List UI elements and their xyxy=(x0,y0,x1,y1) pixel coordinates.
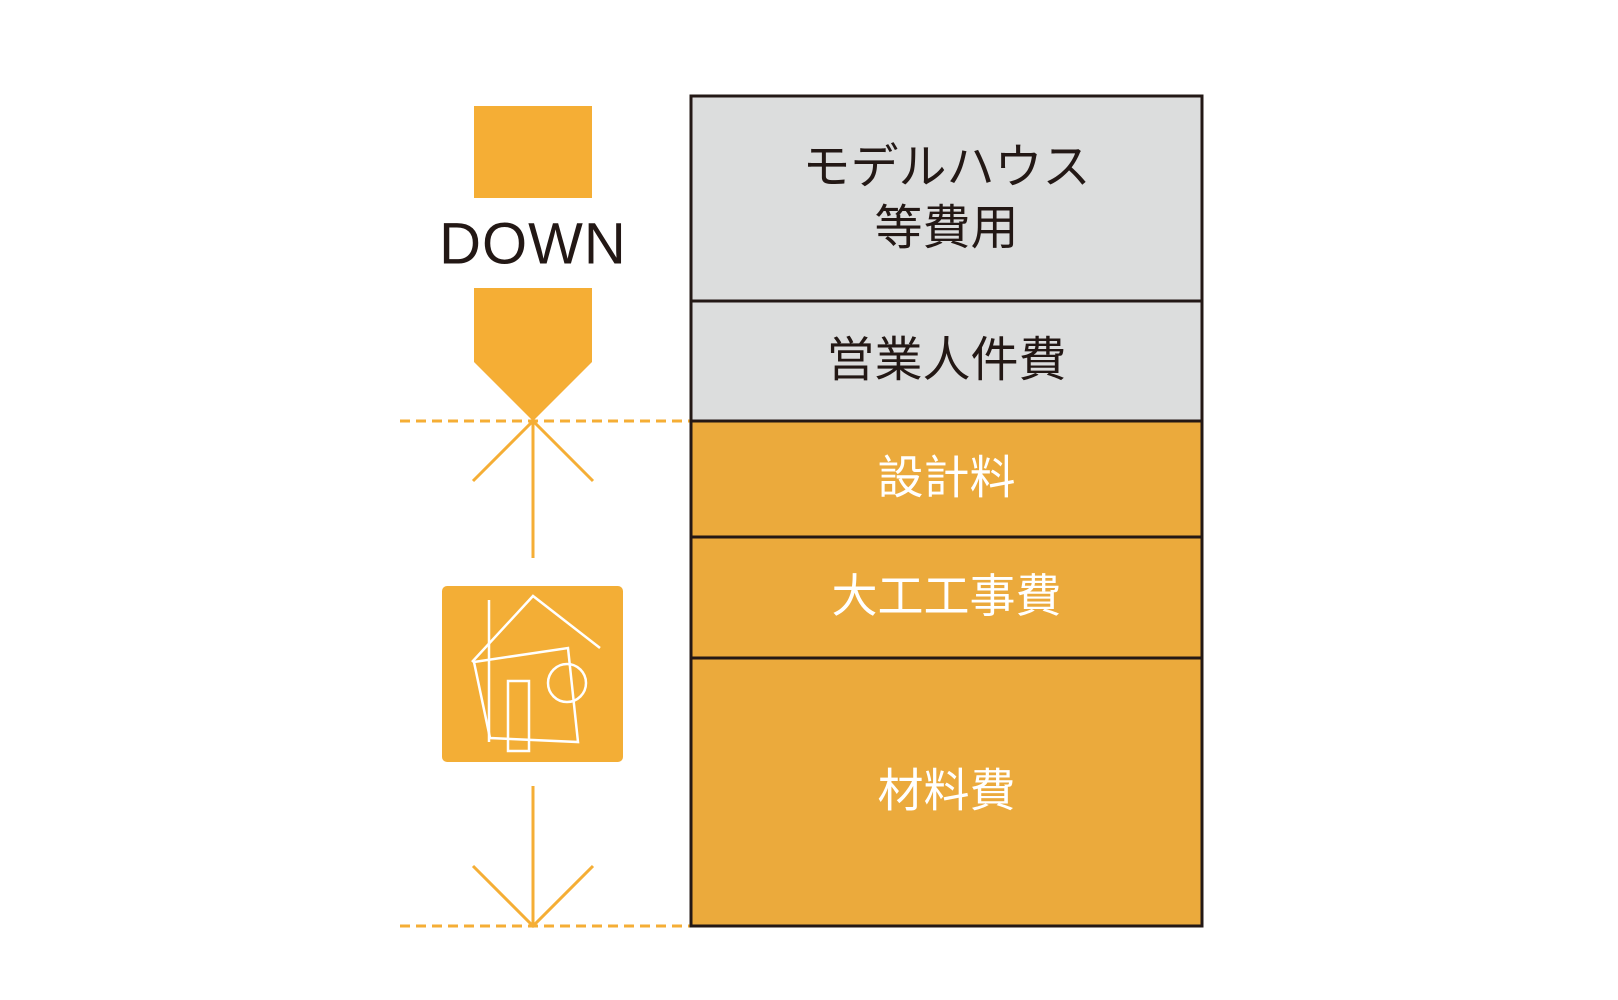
cost-block-design_fee-label-line-1: 設計料 xyxy=(878,451,1016,505)
dimension-arrow-up xyxy=(471,405,595,558)
cost-block-sales_personnel-label-line-1: 営業人件費 xyxy=(826,332,1066,388)
down-arrow-top-bar xyxy=(474,106,592,198)
cost-block-materials-label-line-1: 材料費 xyxy=(878,764,1016,818)
down-arrow-head xyxy=(474,288,592,421)
dimension-arrow-down xyxy=(471,786,595,929)
down-label: DOWN xyxy=(439,211,627,276)
cost-block-model_house-label-line-2: 等費用 xyxy=(874,200,1018,256)
cost-block-design_fee: 設計料 xyxy=(689,419,1204,539)
cost-block-design_fee-box xyxy=(689,419,1204,539)
cost-block-model_house-box xyxy=(689,94,1204,303)
house-icon xyxy=(442,586,623,762)
cost-block-carpentry: 大工工事費 xyxy=(689,535,1204,660)
cost-block-materials-box xyxy=(689,656,1204,928)
cost-block-carpentry-box xyxy=(689,535,1204,660)
cost-block-model_house-label-line-1: モデルハウス xyxy=(802,139,1090,195)
cost-block-carpentry-label-line-1: 大工工事費 xyxy=(832,569,1062,623)
cost-block-materials: 材料費 xyxy=(689,656,1204,928)
cost-block-sales_personnel: 営業人件費 xyxy=(689,299,1204,423)
